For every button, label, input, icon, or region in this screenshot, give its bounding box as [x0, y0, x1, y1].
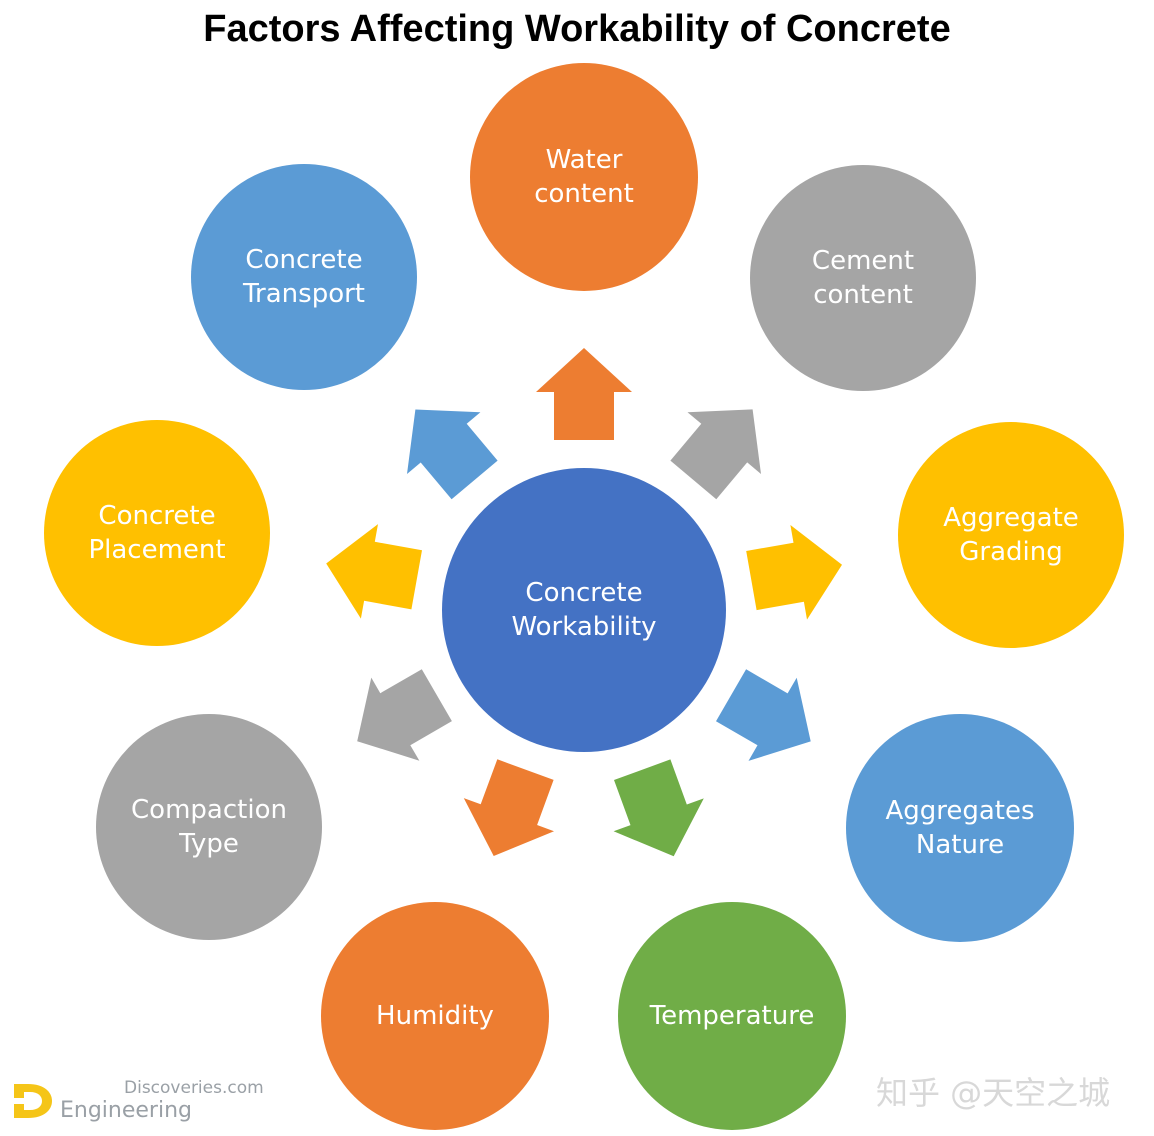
factor-node-concrete-placement: Concrete Placement: [44, 420, 270, 646]
arrow-to-cement: [670, 409, 761, 500]
diagram-title: Factors Affecting Workability of Concret…: [203, 8, 951, 50]
factor-label-concrete-transport: Concrete Transport: [242, 245, 365, 309]
engineering-discoveries-watermark: Discoveries.com Engineering: [10, 1076, 264, 1128]
arrow-to-water: [536, 348, 632, 440]
factor-label-water-content: Water content: [534, 145, 634, 209]
arrow-to-temperature: [613, 759, 704, 857]
factor-label-compaction-type: Compaction Type: [131, 795, 287, 859]
center-node-label: Concrete Workability: [511, 578, 657, 642]
factor-node-water-content: Water content: [470, 63, 698, 291]
arrow-to-transport: [407, 409, 498, 500]
factor-node-humidity: Humidity: [321, 902, 549, 1130]
factor-label-aggregate-grading: Aggregate Grading: [943, 503, 1079, 567]
factor-node-temperature: Temperature: [618, 902, 846, 1130]
factor-label-concrete-placement: Concrete Placement: [88, 501, 226, 565]
zhihu-watermark: 知乎 @天空之城: [876, 1074, 1111, 1112]
factor-label-aggregates-nature: Aggregates Nature: [885, 796, 1035, 860]
arrow-to-compaction: [357, 669, 452, 761]
factor-label-cement-content: Cement content: [811, 246, 915, 310]
engineering-discoveries-logo-icon: [12, 1084, 52, 1118]
factor-label-temperature: Temperature: [649, 1001, 815, 1031]
watermark-engineering-text: Engineering: [60, 1098, 192, 1123]
arrow-to-nature: [716, 669, 811, 761]
factor-node-compaction-type: Compaction Type: [96, 714, 322, 940]
arrow-to-humidity: [463, 759, 554, 856]
factor-node-cement-content: Cement content: [750, 165, 976, 391]
factor-node-aggregates-nature: Aggregates Nature: [846, 714, 1074, 942]
watermark-discoveries-text: Discoveries.com: [124, 1078, 264, 1098]
arrow-to-grading: [746, 525, 842, 620]
factor-node-aggregate-grading: Aggregate Grading: [898, 422, 1124, 648]
factor-label-humidity: Humidity: [376, 1001, 494, 1031]
arrow-to-placement: [326, 524, 422, 619]
factor-node-concrete-transport: Concrete Transport: [191, 164, 417, 390]
center-node-concrete-workability: Concrete Workability: [442, 468, 726, 752]
